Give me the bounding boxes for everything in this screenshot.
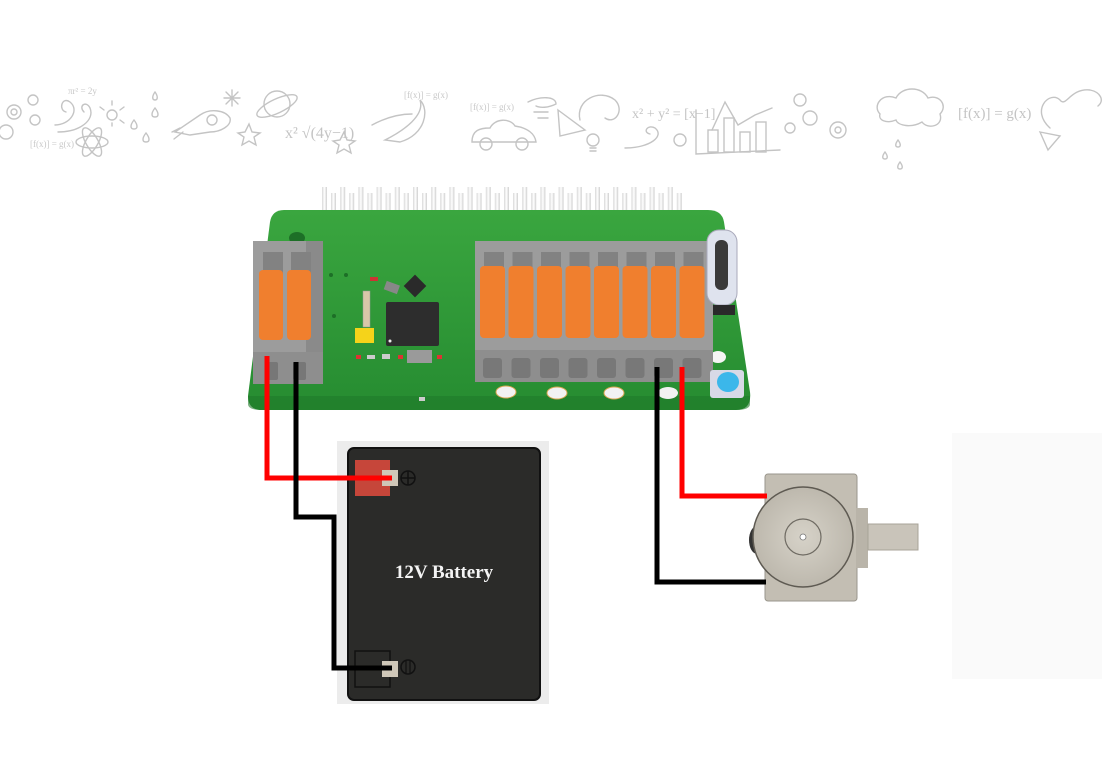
component [419,397,425,401]
terminal-lever[interactable] [480,252,505,378]
gears-icon [784,93,847,139]
terminal-lever[interactable] [508,252,534,378]
tornado-icon [527,97,557,119]
gears-icon [0,94,41,140]
battery: 12V Battery [337,441,549,704]
blank-panel [952,433,1102,679]
terminal-lever[interactable] [537,252,562,378]
component [383,280,400,295]
motor-shaft [867,523,919,551]
formula-text: πr² = 2y [68,86,97,96]
reset-button[interactable] [710,370,744,398]
terminal-lever[interactable] [679,252,705,378]
droplets-icon [130,90,159,143]
swirl-icon [54,99,92,133]
component [382,354,390,359]
mounting-hole [710,351,726,363]
component [356,355,361,359]
dc-motor [749,473,919,602]
battery-body [347,447,541,701]
terminal-lever[interactable] [651,252,676,378]
comet-icon [331,99,426,155]
resistor [370,277,378,281]
led-array [362,290,371,328]
chart-icon [695,100,781,155]
terminal-lever[interactable] [594,252,619,378]
wire-motor-negative [654,367,766,585]
component [367,355,375,359]
wire-battery-positive [264,356,392,481]
paper-plane-icon [557,94,620,137]
formula-text: [f(x)] = g(x) [404,90,448,100]
io-terminal-block [475,241,713,382]
formula-text: [f(x)] = g(x) [958,106,1031,122]
wires [264,356,767,671]
battery-label: 12V Battery [395,562,494,583]
terminal-lever[interactable] [565,252,591,378]
status-leds [495,385,678,400]
minus-icon [400,659,416,675]
main-chip [386,302,439,346]
terminal-lever[interactable] [622,252,648,378]
rocket-icon [171,110,231,140]
formula-text: x² + y² = [x−1] [632,107,715,122]
controller-board [248,210,751,410]
swirl-icon [624,126,687,149]
usb-c-port [706,229,738,315]
car-icon [471,119,537,151]
doodle-banner: [f(x)] = g(x) πr² = 2y [0,86,1102,170]
cloud-icon [876,88,944,170]
component [437,355,442,359]
component [407,350,432,363]
wire-motor-positive [679,367,767,499]
formula-text: x² √(4y−1) [285,125,354,142]
formula-text: [f(x)] = g(x) [470,102,514,112]
wire-battery-negative [293,362,392,671]
atom-icon [75,127,109,157]
lightbulb-icon [586,133,600,152]
component [398,355,403,359]
power-terminal-block [253,241,323,384]
star-icon [223,89,262,147]
formula-text: [f(x)] = g(x) [30,139,74,149]
loop-arrow-icon [1038,89,1102,152]
capacitor [355,328,374,343]
sun-icon [99,100,125,127]
chip [403,274,427,298]
terminal-lever[interactable] [259,252,283,380]
planet-icon [256,90,298,118]
